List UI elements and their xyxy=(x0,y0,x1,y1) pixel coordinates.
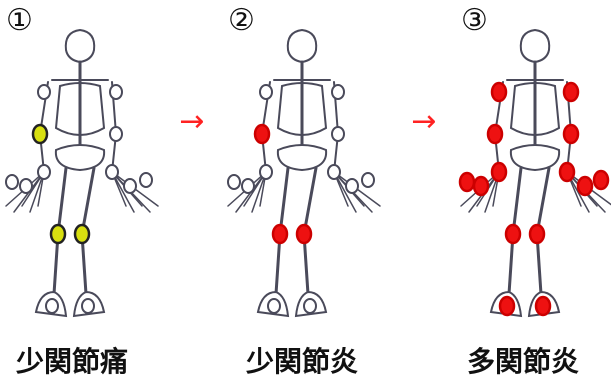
skull xyxy=(288,30,316,62)
joint-marker-left-shoulder xyxy=(564,83,578,101)
joint-marker-right-elbow xyxy=(488,125,502,143)
joint-marker-left-knee xyxy=(297,225,311,243)
pelvis xyxy=(278,145,326,170)
skeleton-figure xyxy=(455,16,611,336)
panel-oligoarthritis: ② 少関節炎 xyxy=(222,0,402,376)
joint-outline xyxy=(110,85,122,99)
joint-marker-right-knee xyxy=(506,225,520,243)
pelvis xyxy=(56,145,104,170)
joint-outline xyxy=(228,175,240,189)
joint-outline xyxy=(110,127,122,141)
joint-outline xyxy=(260,85,272,99)
joint-outline xyxy=(346,179,358,193)
pelvis xyxy=(511,145,559,170)
joint-outline xyxy=(124,179,136,193)
joint-marker-right-foot xyxy=(500,297,514,315)
joint-marker-right-elbow xyxy=(33,125,47,143)
joint-marker-left-hand-2 xyxy=(594,171,608,189)
joint-marker-left-wrist xyxy=(560,163,574,181)
joint-marker-left-elbow xyxy=(564,125,578,143)
joint-outline xyxy=(242,179,254,193)
joint-outline xyxy=(20,179,32,193)
joint-outline xyxy=(38,85,50,99)
skeleton-figure xyxy=(0,16,180,336)
skeleton-figure xyxy=(222,16,402,336)
panel-caption: 少関節痛 xyxy=(2,340,142,380)
joint-marker-right-shoulder xyxy=(492,83,506,101)
joint-outline xyxy=(332,85,344,99)
joint-marker-left-foot xyxy=(536,297,550,315)
skull xyxy=(66,30,94,62)
panel-caption: 少関節炎 xyxy=(232,340,372,380)
joint-outline xyxy=(260,165,272,179)
joint-marker-left-knee xyxy=(75,225,89,243)
panel-oligoarthralgia: ① 少関節痛 xyxy=(0,0,180,376)
joint-outline xyxy=(328,165,340,179)
panel-caption: 多関節炎 xyxy=(453,340,593,380)
panel-polyarthritis: ③ 多関節炎 xyxy=(455,0,611,376)
joint-outline xyxy=(38,165,50,179)
skeleton-outline xyxy=(461,30,611,316)
joint-outline xyxy=(332,127,344,141)
joint-outline xyxy=(362,173,374,187)
joint-marker-right-wrist xyxy=(492,163,506,181)
joint-outline xyxy=(106,165,118,179)
skeleton-outline xyxy=(228,30,380,316)
joint-marker-left-knee xyxy=(530,225,544,243)
joint-marker-right-knee xyxy=(273,225,287,243)
joint-outline xyxy=(82,299,94,313)
joint-outline xyxy=(304,299,316,313)
joint-marker-right-hand-1 xyxy=(460,173,474,191)
joint-marker-right-knee xyxy=(51,225,65,243)
joint-outline xyxy=(46,299,58,313)
joint-marker-left-hand-1 xyxy=(578,177,592,195)
skeleton-outline xyxy=(6,30,158,316)
joint-outline xyxy=(6,175,18,189)
joint-outline xyxy=(268,299,280,313)
skull xyxy=(521,30,549,62)
joint-marker-right-hand-2 xyxy=(474,177,488,195)
joint-outline xyxy=(140,173,152,187)
joint-marker-right-elbow xyxy=(255,125,269,143)
progression-arrow: → xyxy=(402,110,446,134)
progression-arrow: → xyxy=(170,110,214,134)
